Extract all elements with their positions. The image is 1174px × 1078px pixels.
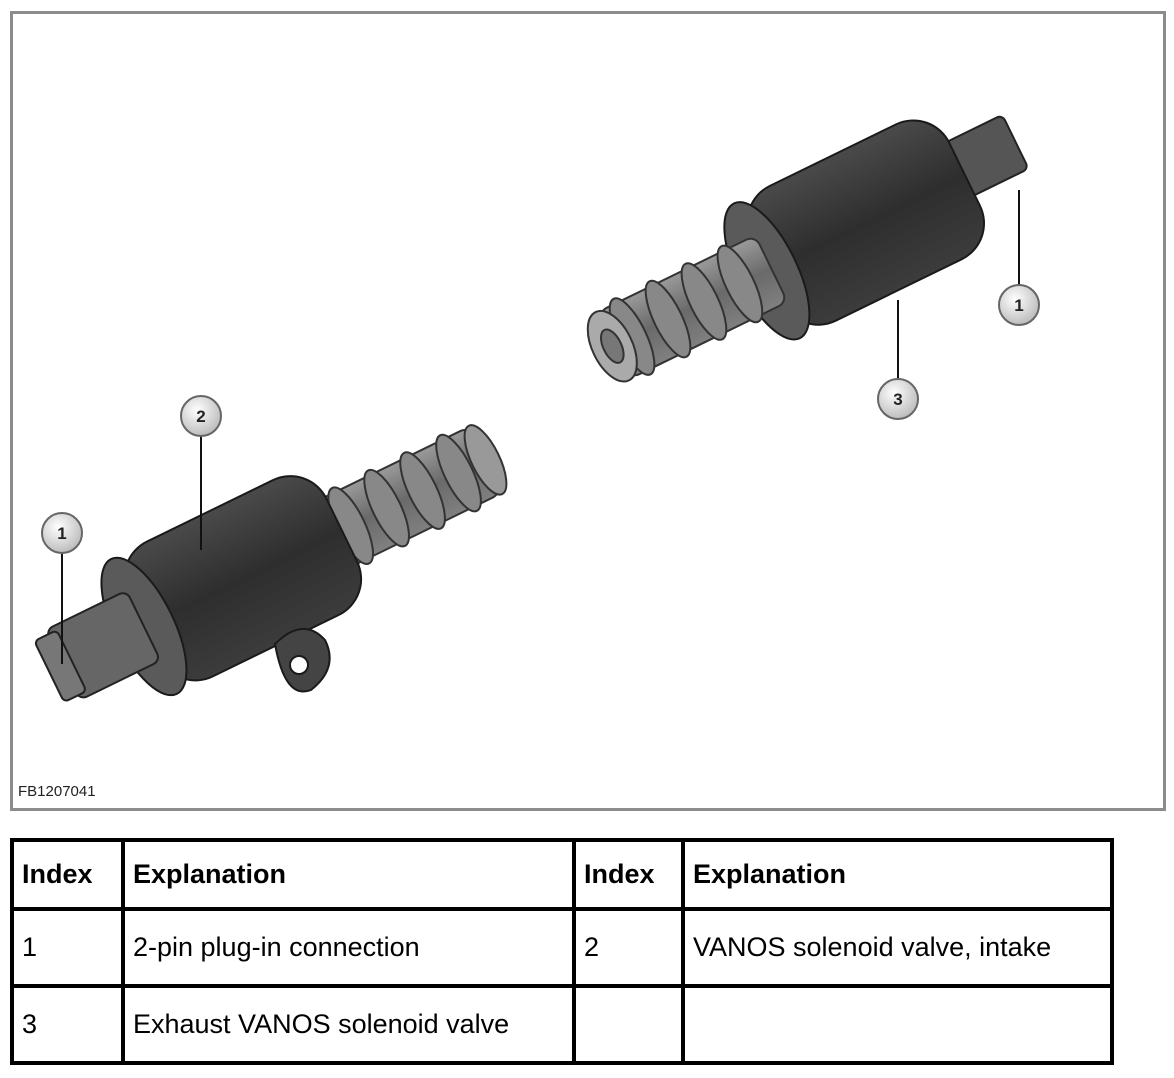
- legend-cell: 1: [10, 907, 125, 988]
- callout-c-label: 2: [196, 407, 205, 426]
- solenoid-illustration: 1 3 2 1: [34, 115, 1040, 702]
- callout-b: 3: [877, 378, 919, 420]
- header-explanation-1: Explanation: [121, 838, 576, 911]
- header-index-1: Index: [10, 838, 125, 911]
- callout-b-label: 3: [893, 390, 902, 409]
- callout-d-label: 1: [57, 524, 66, 543]
- legend-cell: 2: [572, 907, 685, 988]
- legend-cell: 2-pin plug-in connection: [121, 907, 576, 988]
- figure-id: FB1207041: [18, 783, 96, 800]
- diagram-figure: 1 3 2 1 FB1207041: [10, 11, 1166, 811]
- header-explanation-2: Explanation: [681, 838, 1114, 911]
- callout-d: 1: [41, 512, 83, 554]
- legend-header-row: Index Explanation Index Explanation: [10, 838, 1114, 911]
- header-index-2: Index: [572, 838, 685, 911]
- table-row: 3 Exhaust VANOS solenoid valve: [10, 984, 1114, 1065]
- legend-table: Index Explanation Index Explanation 1 2-…: [10, 838, 1114, 1065]
- callout-c: 2: [180, 395, 222, 437]
- intake-solenoid-valve: [34, 424, 508, 702]
- table-row: 1 2-pin plug-in connection 2 VANOS solen…: [10, 907, 1114, 988]
- legend-cell: VANOS solenoid valve, intake: [681, 907, 1114, 988]
- callout-a: 1: [998, 284, 1040, 326]
- callout-a-label: 1: [1014, 296, 1023, 315]
- exhaust-solenoid-valve: [586, 115, 1028, 383]
- legend-cell: Exhaust VANOS solenoid valve: [121, 984, 576, 1065]
- legend-cell: [572, 984, 685, 1065]
- legend-cell: [681, 984, 1114, 1065]
- legend-cell: 3: [10, 984, 125, 1065]
- exhaust-spool-rings: [608, 244, 764, 376]
